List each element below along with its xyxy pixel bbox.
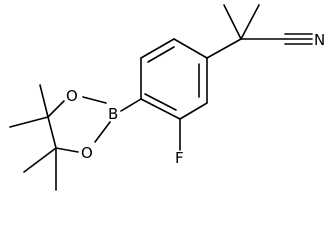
bond-c-b [120,98,142,112]
bond-o-bottom-c [55,147,79,153]
bond-b-o-bottom [94,121,111,143]
bond-o-top-c [47,100,65,118]
bond-ring-to-quaternary-carbon [206,38,242,59]
atom-label-nitrogen: N [314,31,325,49]
bond-ring-c6-c1 [173,38,208,59]
bond-methyl-left [223,4,242,40]
bond-methyl-right [240,4,260,40]
bond-ring-c5-c6 [140,38,175,59]
bond-ring-c3-c4-inner [144,93,177,111]
atom-label-fluorine: F [175,149,184,167]
bond-ring-c-c [47,116,57,149]
bond-methyl-upper-b [9,116,49,128]
bond-b-o-top [82,96,107,104]
atom-label-oxygen-top: O [66,87,78,105]
atom-labels: N F B O O [66,31,325,167]
bond-methyl-upper-a [39,84,49,118]
chemical-structure: N F B O O [9,4,325,191]
bond-ring-c2-c3 [179,102,208,120]
bond-methyl-lower-a [23,147,57,173]
bonds [9,4,313,191]
bond-ring-c3-c4 [140,98,181,120]
bond-ring-c5-c6-inner [147,46,175,63]
atom-label-oxygen-bottom: O [81,144,93,162]
atom-label-boron: B [108,105,118,123]
